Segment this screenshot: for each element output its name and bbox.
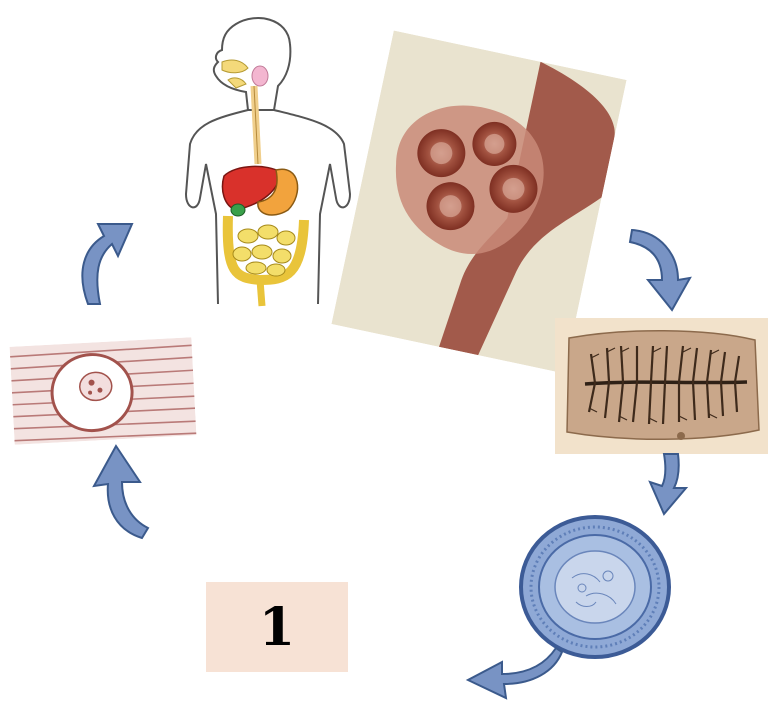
cysticercus-in-muscle-image	[10, 337, 197, 444]
arrow-to-cyst	[86, 438, 156, 542]
gravid-proglottid-image	[555, 318, 768, 454]
stage-number-label-box: 1	[206, 582, 348, 672]
arrow-from-egg	[462, 644, 572, 706]
human-digestive-system-illustration	[176, 14, 362, 310]
arrow-to-proglottid	[626, 218, 696, 318]
arrow-to-egg	[644, 450, 704, 520]
stage-number-label: 1	[259, 597, 295, 658]
tapeworm-egg-image	[516, 512, 674, 662]
arrow-to-human	[70, 212, 140, 312]
